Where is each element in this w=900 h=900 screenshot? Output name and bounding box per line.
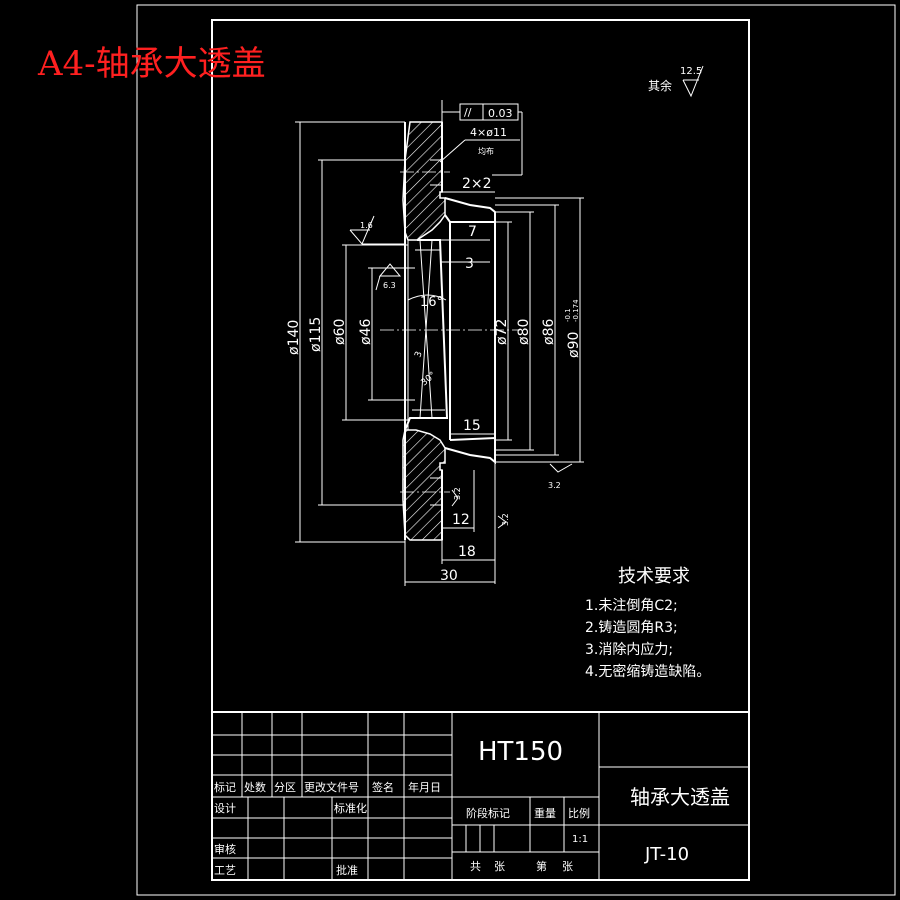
- hdr-sign: 签名: [372, 780, 394, 794]
- roughness-marks: 1.6 6.3 3.2 3.2 3.2: [349, 215, 573, 529]
- lbl-approve: 批准: [336, 863, 358, 877]
- lbl-sheet-no: 第: [536, 859, 547, 873]
- dim-l7: 7: [468, 224, 477, 240]
- drawing-number: JT-10: [644, 844, 689, 865]
- roughness-63: 6.3: [383, 281, 396, 290]
- holes-spec: 4×ø11: [470, 126, 507, 139]
- lbl-ratio: 比例: [568, 806, 590, 820]
- tech-requirements: 技术要求 1.未注倒角C2; 2.铸造圆角R3; 3.消除内应力; 4.无密缩铸…: [585, 566, 710, 680]
- tol-value: 0.03: [488, 107, 513, 120]
- dim-d90-tol-upper: -0.1: [564, 308, 572, 322]
- dim-d115: ø115: [308, 317, 324, 352]
- tech-item-2: 2.铸造圆角R3;: [585, 620, 678, 636]
- dim-chamfer: 2×2: [462, 176, 492, 192]
- part-section: [380, 121, 520, 541]
- lbl-review: 审核: [214, 842, 236, 856]
- dim-d86: ø86: [541, 319, 557, 345]
- dim-l15: 15: [463, 418, 481, 434]
- diameter-dimensions: ø140 ø115 ø60 ø46 ø72 ø80 ø86 ø90 -0.1 -…: [286, 121, 584, 543]
- tech-item-4: 4.无密缩铸造缺陷。: [585, 663, 710, 680]
- dim-l30: 30: [440, 568, 458, 584]
- dim-l18: 18: [458, 544, 476, 560]
- lbl-sheets: 张: [494, 860, 505, 873]
- scale-value: 1:1: [572, 834, 588, 845]
- dim-d90-tol-lower: -0.174: [572, 299, 580, 322]
- roughness-32-c: 3.2: [501, 513, 510, 526]
- axial-dimensions: 2×2 7 3 16° 3 30° 15 12 18 30: [404, 176, 496, 586]
- dim-d80: ø80: [516, 319, 532, 345]
- hdr-mark: 标记: [214, 780, 236, 794]
- lbl-process: 工艺: [214, 864, 236, 877]
- tech-item-3: 3.消除内应力;: [585, 641, 673, 658]
- hdr-count: 处数: [244, 781, 266, 794]
- tech-item-1: 1.未注倒角C2;: [585, 598, 678, 614]
- roughness-16: 1.6: [360, 221, 373, 230]
- lbl-design: 设计: [214, 802, 236, 815]
- lbl-stage: 阶段标记: [466, 806, 510, 820]
- hdr-date: 年月日: [408, 780, 441, 794]
- dim-d90: ø90: [566, 332, 582, 358]
- general-roughness-value: 12.5: [680, 66, 702, 77]
- lbl-total: 共: [470, 860, 481, 873]
- lbl-weight: 重量: [534, 806, 556, 820]
- part-name: 轴承大透盖: [630, 785, 730, 809]
- roughness-32-a: 3.2: [548, 481, 561, 490]
- dim-l12: 12: [452, 512, 470, 528]
- hdr-zone: 分区: [274, 781, 296, 794]
- hdr-change: 更改文件号: [304, 780, 359, 794]
- title-block: HT150 轴承大透盖 JT-10 标记 处数 分区 更改文件号 签名 年月日 …: [211, 711, 750, 881]
- holes-note: 均布: [478, 146, 494, 156]
- dim-d60: ø60: [332, 319, 348, 345]
- general-roughness-label: 其余: [648, 78, 672, 93]
- roughness-32-b: 3.2: [453, 487, 462, 500]
- material: HT150: [478, 737, 563, 767]
- tol-symbol: //: [464, 106, 472, 119]
- dim-l3: 3: [465, 256, 474, 272]
- lbl-standardize: 标准化: [334, 801, 367, 815]
- dim-d140: ø140: [286, 320, 302, 355]
- dim-r3: 3: [413, 350, 424, 359]
- roughness-symbol-icon: [682, 65, 704, 98]
- tech-title: 技术要求: [618, 566, 690, 587]
- page-title: A4-轴承大透盖: [37, 44, 266, 84]
- lbl-sheet: 张: [562, 860, 573, 873]
- geometric-tolerance: // 0.03 4×ø11 均布: [439, 100, 523, 176]
- dim-d72: ø72: [494, 319, 510, 345]
- dim-angle: 16°: [420, 295, 443, 310]
- dim-d46: ø46: [358, 319, 374, 345]
- sheet-border: [136, 4, 896, 896]
